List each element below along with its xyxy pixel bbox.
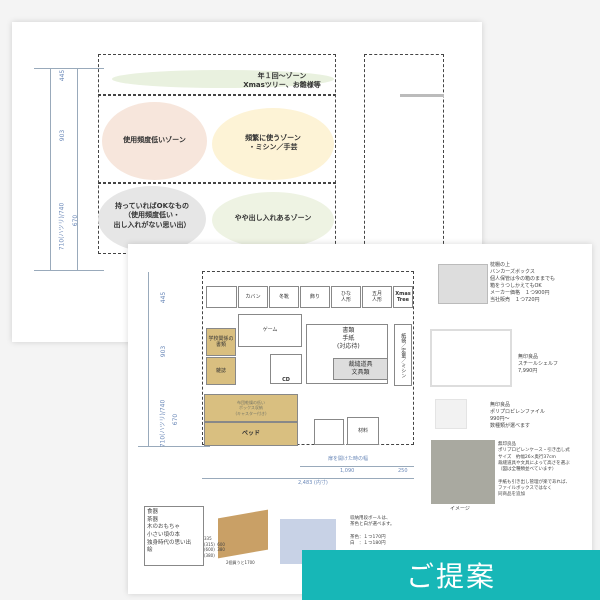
memo-box: 食器 茶器 木のおもちゃ 小さい頃の本 独身時代の思い出 絵	[144, 506, 204, 566]
zone-moderate-label: やや出し入れあるゾーン	[234, 214, 312, 222]
proposal-banner: ご提案	[302, 550, 600, 600]
zone-low-use	[102, 102, 207, 180]
cardboard-caption: 2個買うと1700	[226, 560, 255, 565]
zone-plan-sheet: 445 903 710(ハツリ)/740 670 年１回〜ゾーン Xmasツリー…	[12, 22, 482, 342]
zone-frequent	[212, 108, 334, 180]
dim-903: 903	[160, 345, 168, 358]
shelf-empty	[206, 286, 237, 308]
box-magazines: 雑誌	[206, 357, 236, 385]
pp-file-text: 無印良品 ポリプロピレンファイル 990円〜 数種類が選べます	[490, 402, 545, 429]
cardboard-box-brown-image	[218, 509, 268, 559]
bankers-box-image	[438, 264, 488, 304]
shelf-bag: カバン	[238, 286, 268, 308]
bed-storage-box: 布団乾燥の低い ボックス収納 (キャスター付き)	[204, 394, 298, 422]
width-250: 250	[398, 468, 408, 474]
dim-903: 903	[59, 129, 67, 142]
steel-shelf-text: 無印良品 スチールシェルフ 7,990円	[518, 354, 559, 374]
storage-proposal-sheet: 445 903 710(ハツリ)/740 670 カバン 冬靴 飾り ひな 人形…	[128, 244, 592, 594]
zone-frequent-label: 頻繁に使うゾーン ・ミシン／手芸	[245, 134, 301, 152]
zone-keep-label: 持っていればOKなもの （使用頻度低い・ 出し入れがない思い出）	[113, 202, 191, 229]
bankers-box-text: 枕棚の上 バンカーズボックス 個人保管は今の箱のままでも 箱をうつしかえてもOK…	[490, 262, 556, 303]
shelf-hina-dolls: ひな 人形	[331, 286, 361, 308]
shelf-winter-boots: 冬靴	[269, 286, 299, 308]
shelf-may-dolls: 五月 人形	[362, 286, 392, 308]
game-area: ゲーム	[238, 314, 302, 347]
zone-keep	[98, 186, 206, 252]
door-width-label: 扉を開けた時の幅	[328, 456, 369, 462]
box-school-documents: 学校関係の 書類	[206, 328, 236, 356]
zone-yearly-label: 年１回〜ゾーン Xmasツリー、お雛様等	[243, 72, 321, 90]
cd-area: CD	[270, 354, 302, 384]
shelf-decorations: 飾り	[300, 286, 330, 308]
pp-file-image	[435, 399, 467, 429]
materials-area: 材料	[347, 417, 379, 445]
closet-outline	[202, 271, 414, 445]
cardboard-note: 収納用段ボールは、 茶色と白が選べます。 茶色：１つ170円 白 ：１つ180円	[350, 516, 395, 547]
steel-shelf-documents: 書類 手紙 (対応待)	[306, 324, 388, 384]
cardboard-dims: 335 (315) 600 (600) 380 (380)	[204, 536, 225, 558]
zone-moderate	[212, 192, 334, 248]
sewing-area: 紙袋／定量／ミシン	[394, 324, 412, 386]
width-1090: 1,090	[340, 468, 355, 474]
pp-case-image	[431, 440, 495, 504]
dim-670: 670	[72, 214, 80, 227]
width-total: 2,483 (内寸)	[298, 480, 328, 486]
image-caption: イメージ	[450, 506, 470, 512]
dim-445: 445	[59, 69, 67, 82]
dim-710: 710(ハツリ)/740	[159, 399, 167, 448]
pp-case-text: 無印良品 ポリプロピレンケース・引き出し式 サイズ 約幅26×奥行37cm 裁縫…	[498, 442, 570, 498]
zone-low-use-label: 使用頻度低いゾーン	[123, 136, 186, 144]
steel-shelf-image	[430, 329, 512, 387]
dim-670: 670	[172, 413, 180, 426]
zone-yearly	[112, 70, 334, 88]
hanger-rod	[400, 94, 444, 97]
bed: ベッド	[204, 422, 298, 446]
dim-445: 445	[160, 291, 168, 304]
drawer-stationery: 裁縫道具 文具類	[333, 358, 388, 380]
dim-710: 710(ハツリ)/740	[58, 202, 66, 251]
floor-box	[314, 419, 344, 445]
side-closet-outline	[364, 54, 444, 254]
shelf-xmas-tree: Xmas Tree	[393, 286, 413, 308]
